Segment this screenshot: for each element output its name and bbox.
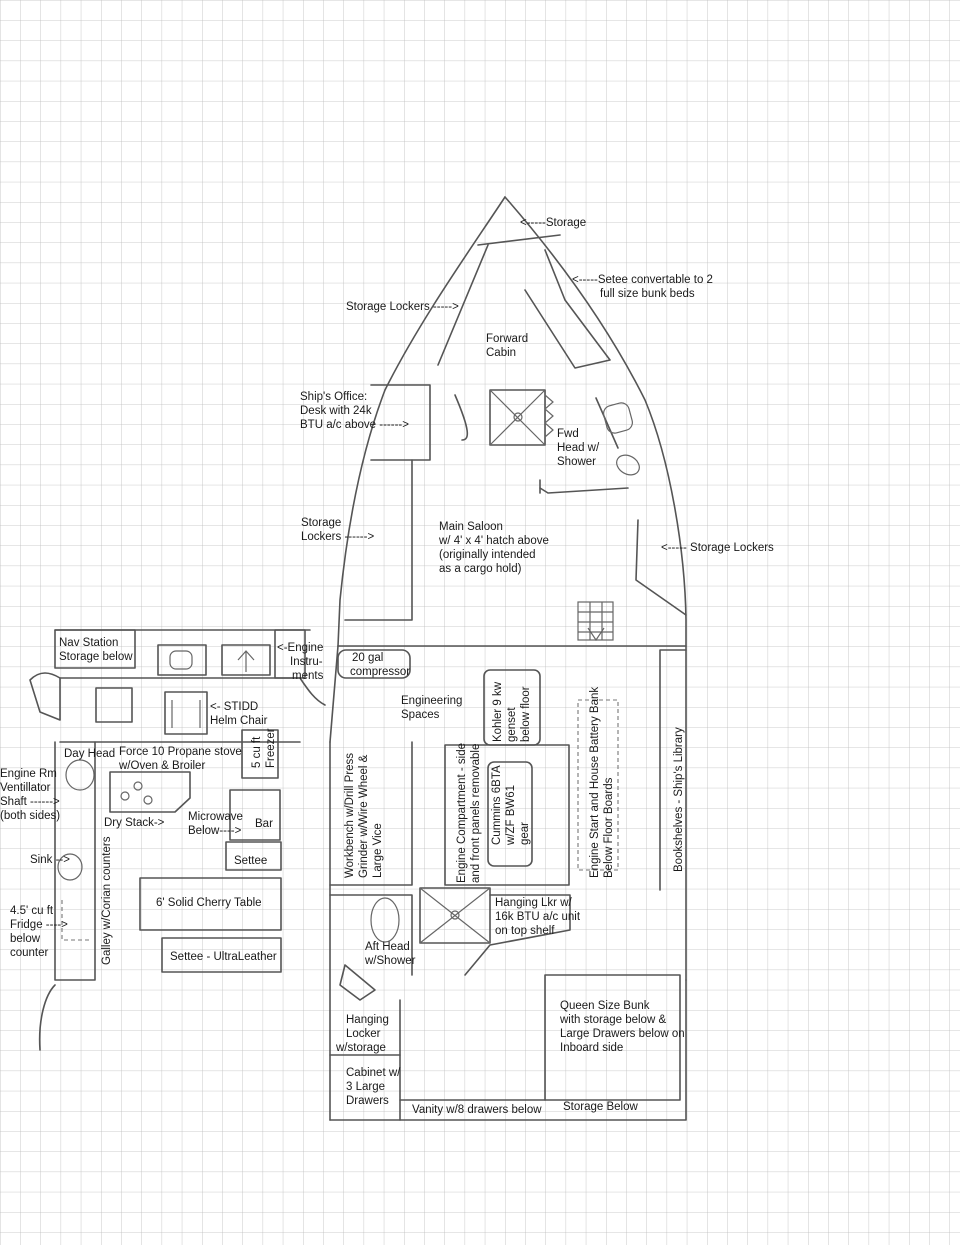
label-setee-convertible: <-----Setee convertable to 2 (572, 274, 713, 286)
label-compressor-2: compressor (350, 666, 410, 678)
label-forward-cabin: Forward (486, 333, 528, 345)
label-vent-shaft-3: Shaft ------> (0, 796, 60, 808)
label-engine-instruments: <-Engine (277, 642, 323, 654)
nav-galley-walls (29, 629, 326, 1051)
label-engine-instruments-2: Instru- (290, 656, 323, 668)
label-cabinet-2: 3 Large (346, 1081, 385, 1093)
label-kohler: Kohler 9 kw (492, 681, 504, 742)
label-fridge-2: Fridge ----> (10, 919, 68, 931)
label-setee-bunks: full size bunk beds (600, 288, 695, 300)
label-engineering-spaces: Engineering (401, 695, 462, 707)
label-sink: Sink --> (30, 854, 70, 866)
label-kohler-2: genset (506, 707, 518, 742)
label-vent-shaft-2: Ventillator (0, 782, 51, 794)
label-storage-below: Storage Below (563, 1101, 638, 1113)
forward-cabin-walls (344, 234, 687, 621)
label-cabinet: Cabinet w/ (346, 1067, 401, 1079)
label-freezer-2: Freezer (265, 728, 277, 768)
label-engineering-spaces-2: Spaces (401, 709, 440, 721)
label-propane-stove-2: w/Oven & Broiler (118, 760, 205, 772)
label-storage-lockers-fwd: Storage Lockers -----> (346, 301, 459, 313)
label-hanging-lkr-ac: Hanging Lkr w/ (495, 897, 573, 909)
companionway-stairs (577, 601, 614, 642)
label-hanging-locker-2: Locker (346, 1028, 381, 1040)
label-aft-head-2: w/Shower (364, 955, 416, 967)
label-queen-bunk-2: with storage below & (559, 1014, 666, 1026)
label-queen-bunk-3: Large Drawers below on (560, 1028, 685, 1040)
label-battery-bank-2: Below Floor Boards (603, 777, 615, 878)
label-queen-bunk: Queen Size Bunk (560, 1000, 650, 1012)
label-fridge-4: counter (10, 947, 49, 959)
aft-cabin-walls (329, 887, 681, 1121)
label-nav-station: Nav Station (59, 637, 118, 649)
label-fwd-head-2: Head w/ (557, 442, 600, 454)
label-hanging-locker-3: w/storage (335, 1042, 386, 1054)
label-microwave: Microwave (188, 811, 243, 823)
label-engine-instruments-3: ments (292, 670, 324, 682)
label-hanging-locker: Hanging (346, 1014, 389, 1026)
engineering-walls (329, 649, 687, 891)
label-fwd-head-3: Shower (557, 456, 596, 468)
label-cummins: Cummins 6BTA (491, 765, 503, 845)
label-main-saloon-3: (originally intended (439, 549, 536, 561)
label-hanging-lkr-ac-3: on top shelf (495, 925, 555, 937)
label-vanity: Vanity w/8 drawers below (412, 1104, 542, 1116)
label-workbench-2: Grinder w/Wire Wheel & (358, 754, 370, 878)
label-main-saloon-2: w/ 4' x 4' hatch above (438, 535, 549, 547)
label-vent-shaft-4: (both sides) (0, 810, 60, 822)
label-engine-compartment: Engine Compartment - side (456, 743, 468, 883)
label-forward-cabin-2: Cabin (486, 347, 516, 359)
label-workbench-3: Large Vice (372, 823, 384, 878)
label-cabinet-3: Drawers (346, 1095, 389, 1107)
label-storage-lockers-port-2: Lockers ------> (301, 531, 374, 543)
label-storage-bow: <-----Storage (520, 217, 586, 229)
label-fridge: 4.5' cu ft (10, 905, 54, 917)
label-queen-bunk-4: Inboard side (560, 1042, 623, 1054)
label-ships-library: Bookshelves - Ship's Library (673, 727, 685, 872)
label-engine-compartment-2: and front panels removable (470, 744, 482, 883)
label-storage-lockers-stbd: <----- Storage Lockers (661, 542, 774, 554)
label-cummins-2: w/ZF BW61 (505, 785, 517, 846)
label-stidd-helm: <- STIDD (210, 701, 258, 713)
label-fridge-3: below (10, 933, 41, 945)
label-nav-storage: Storage below (59, 651, 133, 663)
label-cummins-3: gear (519, 822, 531, 845)
label-storage-lockers-port: Storage (301, 517, 341, 529)
label-ships-office-desk: Desk with 24k (300, 405, 372, 417)
label-propane-stove: Force 10 Propane stove (119, 746, 242, 758)
label-cherry-table: 6' Solid Cherry Table (156, 897, 262, 909)
label-dry-stack: Dry Stack-> (104, 817, 165, 829)
label-vent-shaft: Engine Rm (0, 768, 57, 780)
label-fwd-head: Fwd (557, 428, 579, 440)
label-ships-office: Ship's Office: (300, 391, 367, 403)
label-main-saloon-4: as a cargo hold) (439, 563, 522, 575)
label-microwave-2: Below----> (188, 825, 242, 837)
label-settee-ultraleather: Settee - UltraLeather (170, 951, 277, 963)
label-stidd-helm-2: Helm Chair (210, 715, 268, 727)
label-kohler-3: below floor (520, 686, 532, 742)
label-bar: Bar (255, 818, 273, 830)
label-battery-bank: Engine Start and House Battery Bank (589, 687, 601, 878)
label-settee: Settee (234, 855, 267, 867)
label-aft-head: Aft Head (365, 941, 410, 953)
label-workbench: Workbench w/Drill Press (344, 753, 356, 878)
label-main-saloon: Main Saloon (439, 521, 503, 533)
label-freezer: 5 cu ft (251, 736, 263, 768)
label-ships-office-ac: BTU a/c above ------> (300, 419, 409, 431)
label-compressor: 20 gal (352, 652, 383, 664)
label-day-head: Day Head (64, 748, 115, 760)
label-hanging-lkr-ac-2: 16k BTU a/c unit (495, 911, 581, 923)
hull-outline (329, 196, 687, 1121)
label-galley: Galley w/Corian counters (101, 836, 113, 965)
